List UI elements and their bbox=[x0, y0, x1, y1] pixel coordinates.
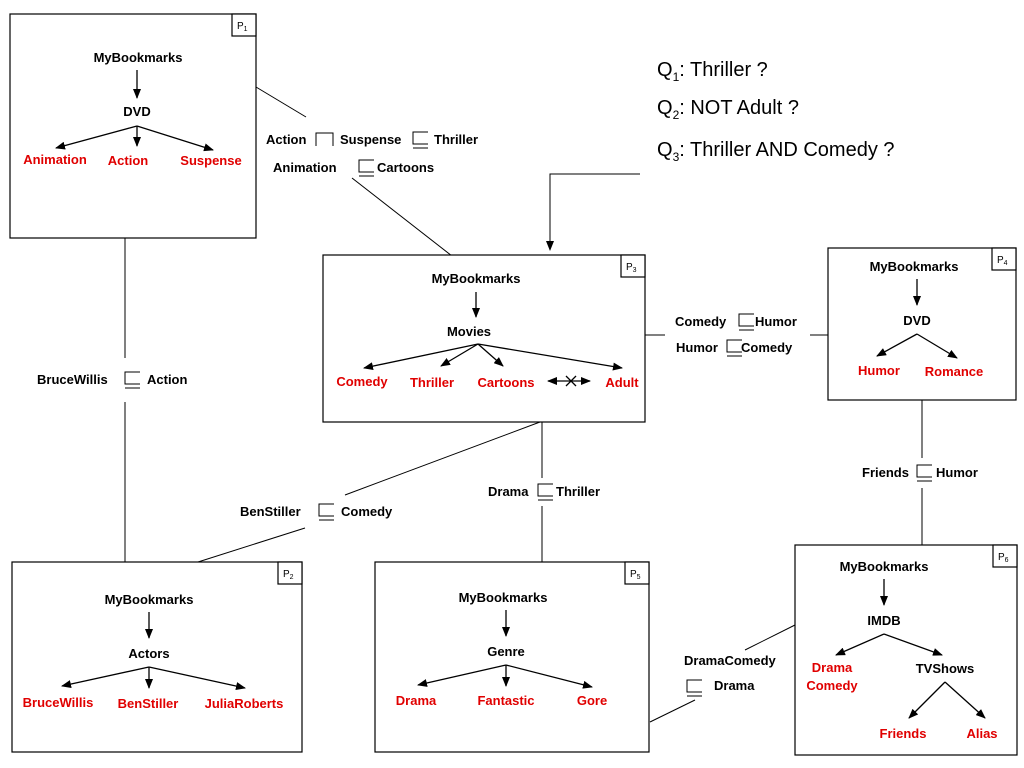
peer-label: P5 bbox=[630, 569, 641, 581]
leaf-cartoons: Cartoons bbox=[477, 375, 534, 390]
leaf-brucewillis: BruceWillis bbox=[23, 695, 94, 710]
leaf-comedy: Comedy bbox=[336, 374, 388, 389]
map-drama: Drama bbox=[714, 678, 755, 693]
peer-p6: P6 MyBookmarks IMDB Drama Comedy TVShows… bbox=[794, 544, 1018, 756]
map-friends: Friends bbox=[862, 465, 909, 480]
map-humor: Humor bbox=[936, 465, 978, 480]
map-animation: Animation bbox=[273, 160, 337, 175]
mapping-p3-p2: BenStiller Comedy bbox=[240, 503, 393, 521]
map-comedy: Comedy bbox=[675, 314, 727, 329]
leaf-action: Action bbox=[108, 153, 149, 168]
mapping-p1-p2: BruceWillis Action bbox=[37, 371, 188, 389]
map-humor: Humor bbox=[755, 314, 797, 329]
subsumes-symbol bbox=[537, 483, 553, 501]
mid-node: Movies bbox=[447, 324, 491, 339]
query-1: Q1: Thriller ? bbox=[657, 59, 768, 84]
leaf-thriller: Thriller bbox=[410, 375, 454, 390]
map-thriller: Thriller bbox=[556, 484, 600, 499]
leaf-comedy: Comedy bbox=[806, 678, 858, 693]
subsumes-symbol bbox=[358, 159, 374, 177]
root-node: MyBookmarks bbox=[459, 590, 548, 605]
leaf-alias: Alias bbox=[966, 726, 997, 741]
sqcap-symbol bbox=[315, 132, 334, 146]
leaf-drama: Drama bbox=[812, 660, 853, 675]
inner-node-tvshows: TVShows bbox=[916, 661, 975, 676]
connection-lines bbox=[124, 86, 923, 723]
peer-label-box bbox=[991, 247, 1017, 271]
map-action: Action bbox=[147, 372, 188, 387]
subsumes-symbol bbox=[124, 371, 140, 389]
leaf-drama: Drama bbox=[396, 693, 437, 708]
peer-p3: P3 MyBookmarks Movies Comedy Thriller Ca… bbox=[322, 254, 646, 423]
map-comedy: Comedy bbox=[741, 340, 793, 355]
leaf-benstiller: BenStiller bbox=[118, 696, 179, 711]
subsumes-symbol bbox=[318, 503, 334, 521]
mapping-p1-p3: Action Suspense Thriller Animation Carto… bbox=[266, 131, 478, 177]
mapping-p6-p5: DramaComedy Drama bbox=[684, 653, 777, 697]
mid-node: DVD bbox=[123, 104, 150, 119]
peer-label: P2 bbox=[283, 569, 294, 581]
mid-node: Genre bbox=[487, 644, 525, 659]
subsumes-symbol bbox=[412, 131, 428, 149]
root-node: MyBookmarks bbox=[840, 559, 929, 574]
root-node: MyBookmarks bbox=[870, 259, 959, 274]
map-comedy: Comedy bbox=[341, 504, 393, 519]
peer-label-box bbox=[624, 561, 650, 585]
leaf-gore: Gore bbox=[577, 693, 607, 708]
mid-node: IMDB bbox=[867, 613, 900, 628]
subsumes-symbol bbox=[916, 464, 932, 482]
subsumes-symbol bbox=[738, 313, 754, 331]
map-suspense: Suspense bbox=[340, 132, 401, 147]
map-benstiller: BenStiller bbox=[240, 504, 301, 519]
mapping-p3-p5: Drama Thriller bbox=[488, 483, 600, 501]
map-cartoons: Cartoons bbox=[377, 160, 434, 175]
map-dramacomedy: DramaComedy bbox=[684, 653, 777, 668]
leaf-adult: Adult bbox=[605, 375, 639, 390]
mapping-p3-p4: Comedy Humor Humor Comedy bbox=[675, 313, 797, 357]
peer-label-box bbox=[231, 13, 257, 37]
query-3: Q3: Thriller AND Comedy ? bbox=[657, 139, 895, 164]
query-list: Q1: Thriller ? Q2: NOT Adult ? Q3: Thril… bbox=[657, 59, 895, 164]
leaf-humor: Humor bbox=[858, 363, 900, 378]
peer-label: P4 bbox=[997, 255, 1008, 267]
leaf-suspense: Suspense bbox=[180, 153, 241, 168]
root-node: MyBookmarks bbox=[94, 50, 183, 65]
peer-label: P6 bbox=[998, 552, 1009, 564]
peer-p1: P1 MyBookmarks DVD Animation Action Susp… bbox=[9, 13, 257, 239]
leaf-juliaroberts: JuliaRoberts bbox=[205, 696, 284, 711]
peer-label-box bbox=[992, 544, 1018, 568]
mapping-p4-p6: Friends Humor bbox=[862, 464, 978, 482]
map-drama: Drama bbox=[488, 484, 529, 499]
map-action: Action bbox=[266, 132, 307, 147]
map-humor: Humor bbox=[676, 340, 718, 355]
map-thriller: Thriller bbox=[434, 132, 478, 147]
leaf-animation: Animation bbox=[23, 152, 87, 167]
peer-label-box bbox=[620, 254, 646, 278]
leaf-romance: Romance bbox=[925, 364, 984, 379]
subsumes-symbol bbox=[726, 339, 742, 357]
leaf-friends: Friends bbox=[880, 726, 927, 741]
peer-p4: P4 MyBookmarks DVD Humor Romance bbox=[827, 247, 1017, 401]
root-node: MyBookmarks bbox=[432, 271, 521, 286]
subsumes-symbol bbox=[686, 679, 702, 697]
mid-node: DVD bbox=[903, 313, 930, 328]
peer-label: P3 bbox=[626, 262, 637, 274]
mid-node: Actors bbox=[128, 646, 169, 661]
leaf-fantastic: Fantastic bbox=[477, 693, 534, 708]
root-node: MyBookmarks bbox=[105, 592, 194, 607]
peer-label-box bbox=[277, 561, 303, 585]
query-2: Q2: NOT Adult ? bbox=[657, 97, 799, 122]
peer-label: P1 bbox=[237, 21, 248, 33]
map-brucewillis: BruceWillis bbox=[37, 372, 108, 387]
peer-p2: P2 MyBookmarks Actors BruceWillis BenSti… bbox=[11, 561, 303, 753]
peer-p5: P5 MyBookmarks Genre Drama Fantastic Gor… bbox=[374, 561, 650, 753]
